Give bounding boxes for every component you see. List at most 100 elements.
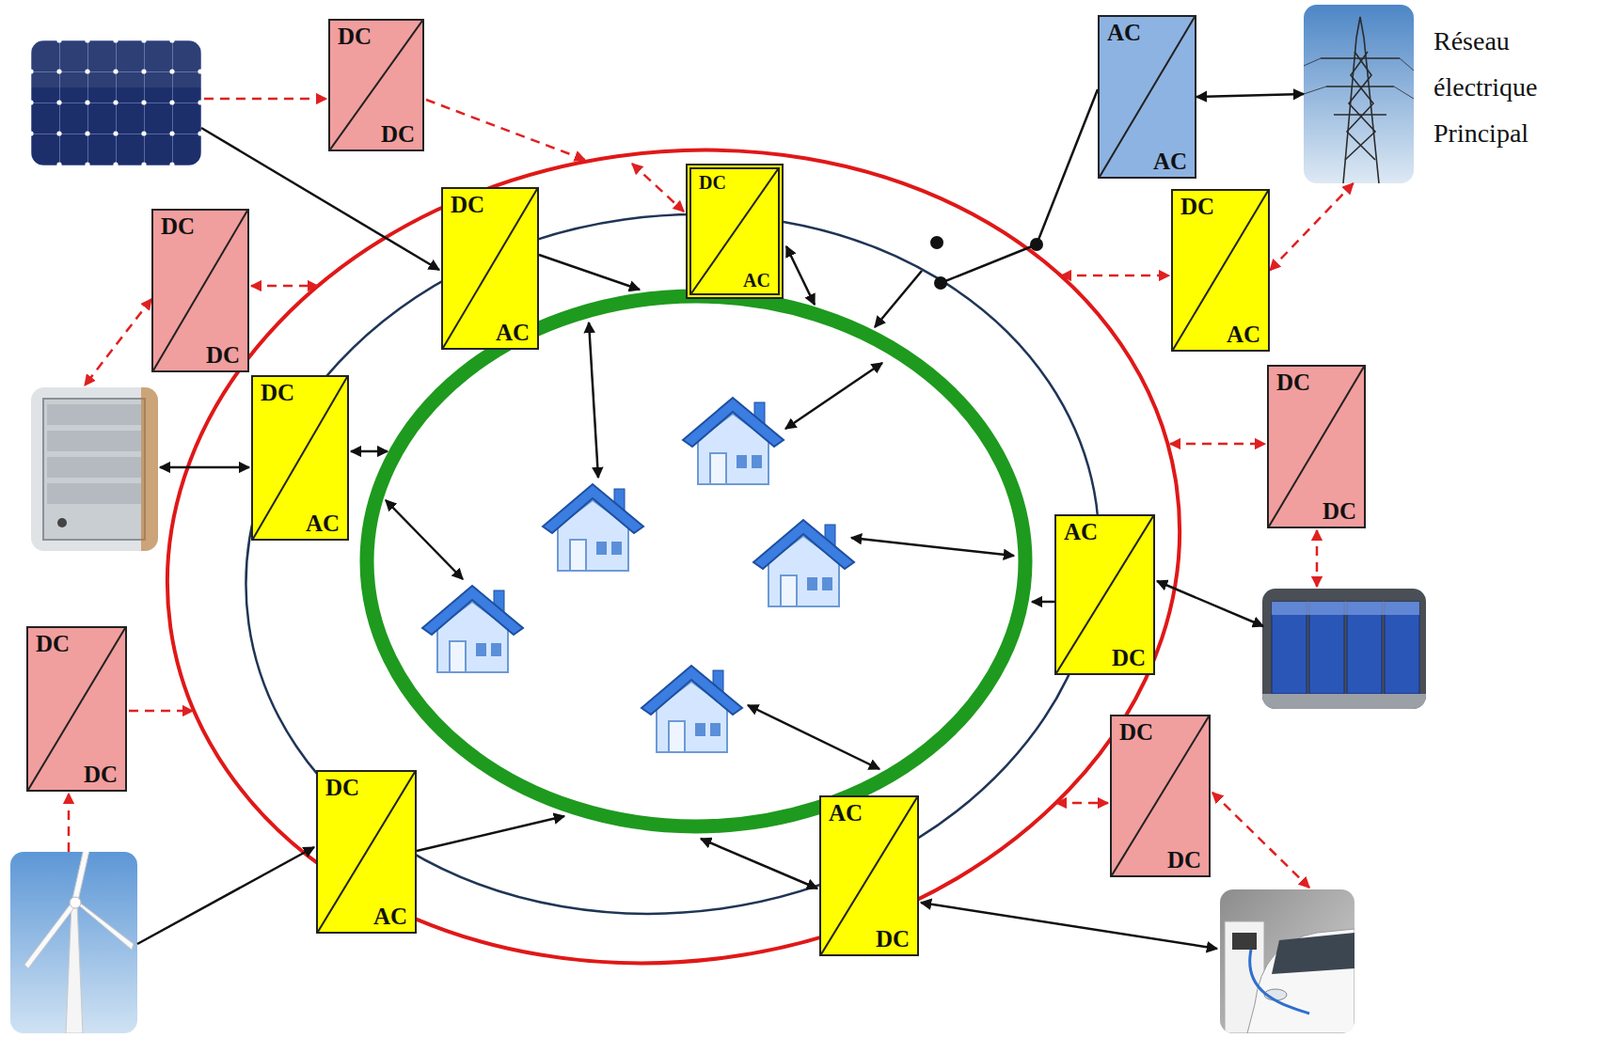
switch-contact (1029, 237, 1044, 252)
power-connector (1196, 94, 1304, 97)
converter-label: AC (1226, 321, 1261, 349)
converter-box: DC AC (441, 187, 539, 350)
converter-diagonal-line (1268, 366, 1364, 527)
illustration-part (1262, 588, 1426, 710)
illustration-part (57, 518, 67, 528)
house-icon (641, 665, 743, 753)
control-link (204, 97, 327, 101)
converter-label: DC (1167, 847, 1202, 874)
converter-diagonal-line (821, 797, 918, 955)
house-icon (542, 484, 644, 571)
illustration-part (1303, 58, 1414, 99)
power-link (416, 816, 565, 852)
illustration-part (1303, 4, 1414, 184)
wind-turbine-photo (10, 852, 138, 1034)
control-link (632, 163, 684, 212)
converter-label: DC (450, 191, 485, 219)
converter-diagonal-line (153, 210, 248, 371)
illustration-part (1384, 601, 1420, 695)
illustration-part (1271, 601, 1420, 616)
ac-bus-ring (113, 85, 1233, 1029)
illustration-part (47, 430, 142, 452)
switch-contact (934, 276, 948, 290)
house-icon (753, 520, 855, 607)
solar-panel-photo (31, 40, 202, 166)
switch-contact (930, 236, 944, 250)
illustration-part (141, 387, 159, 552)
house-icon (422, 586, 523, 673)
illustration-part (1346, 601, 1382, 695)
power-link (137, 847, 315, 945)
converter-label: DC (1111, 645, 1146, 672)
illustration-part (65, 904, 83, 1034)
switch-wire (1036, 89, 1098, 245)
power-link (786, 246, 815, 305)
converter-box: DCDC (26, 626, 127, 793)
converter-diagonal-line (253, 377, 348, 539)
illustration-part (77, 901, 134, 951)
power-link (159, 466, 250, 470)
control-link (67, 793, 71, 853)
converter-box: DCDC (1109, 714, 1211, 878)
power-pylon-photo (1303, 4, 1414, 184)
converter-label: AC (743, 269, 771, 291)
converter-label: DC (160, 213, 195, 240)
illustration-part (47, 404, 142, 426)
illustration-part (31, 387, 159, 552)
control-link (1212, 792, 1310, 888)
converter-label: AC (828, 800, 863, 827)
control-connector (1269, 183, 1354, 271)
illustration-part (1271, 601, 1307, 695)
house-icon (682, 397, 784, 485)
power-link (1031, 601, 1055, 604)
grid-pylon-node: Réseau électrique Principal (1303, 4, 1414, 184)
dc-bus-ring (200, 159, 1145, 968)
illustration-part (43, 398, 145, 540)
illustration-part (1262, 694, 1426, 710)
control-link (128, 710, 193, 713)
illustration-part (31, 40, 202, 166)
converter-label: AC (1063, 519, 1098, 546)
control-link (426, 99, 586, 160)
illustration-part (1343, 16, 1379, 184)
illustration-part (1232, 933, 1257, 951)
converter-box: DCAC (251, 375, 349, 541)
converter-box: DC DC (1267, 364, 1366, 529)
control-link (1315, 530, 1319, 587)
converter-label: DC (1276, 369, 1311, 397)
converter-label: AC (495, 319, 530, 347)
control-link (84, 299, 152, 386)
illustration-part (24, 902, 76, 969)
illustration-part (68, 98, 1317, 888)
converter-diagonal-line (1111, 716, 1209, 876)
converter-label: AC (1153, 148, 1188, 175)
power-link (588, 322, 599, 478)
control-link (1170, 443, 1266, 446)
converter-label: AC (373, 903, 408, 931)
power-link (385, 500, 463, 580)
converter-label: DC (337, 23, 372, 50)
illustration-part (1303, 16, 1414, 184)
converter-box: ACDC (819, 795, 919, 957)
converter-box: DCDC (328, 18, 425, 152)
converter-diagonal-line (28, 628, 126, 791)
illustration-part (1271, 933, 1355, 975)
local-grid-ring (366, 296, 1026, 827)
power-link (700, 839, 818, 889)
converter-label: DC (260, 380, 295, 407)
illustration-part (1309, 601, 1345, 695)
converter-diagonal-line (691, 169, 778, 294)
converter-label: AC (1107, 19, 1141, 47)
control-link (251, 285, 318, 288)
converter-diagonal-line (317, 772, 415, 933)
switch-blade (940, 244, 1037, 284)
control-link (1056, 802, 1109, 806)
converter-box: DCAC (316, 770, 417, 935)
converter-label: DC (1322, 498, 1357, 525)
illustration-part (69, 897, 81, 909)
power-link (538, 254, 640, 290)
electric-vehicle-photo (1219, 889, 1355, 1034)
power-link (747, 705, 880, 770)
converter-diagonal-line (1172, 190, 1268, 350)
